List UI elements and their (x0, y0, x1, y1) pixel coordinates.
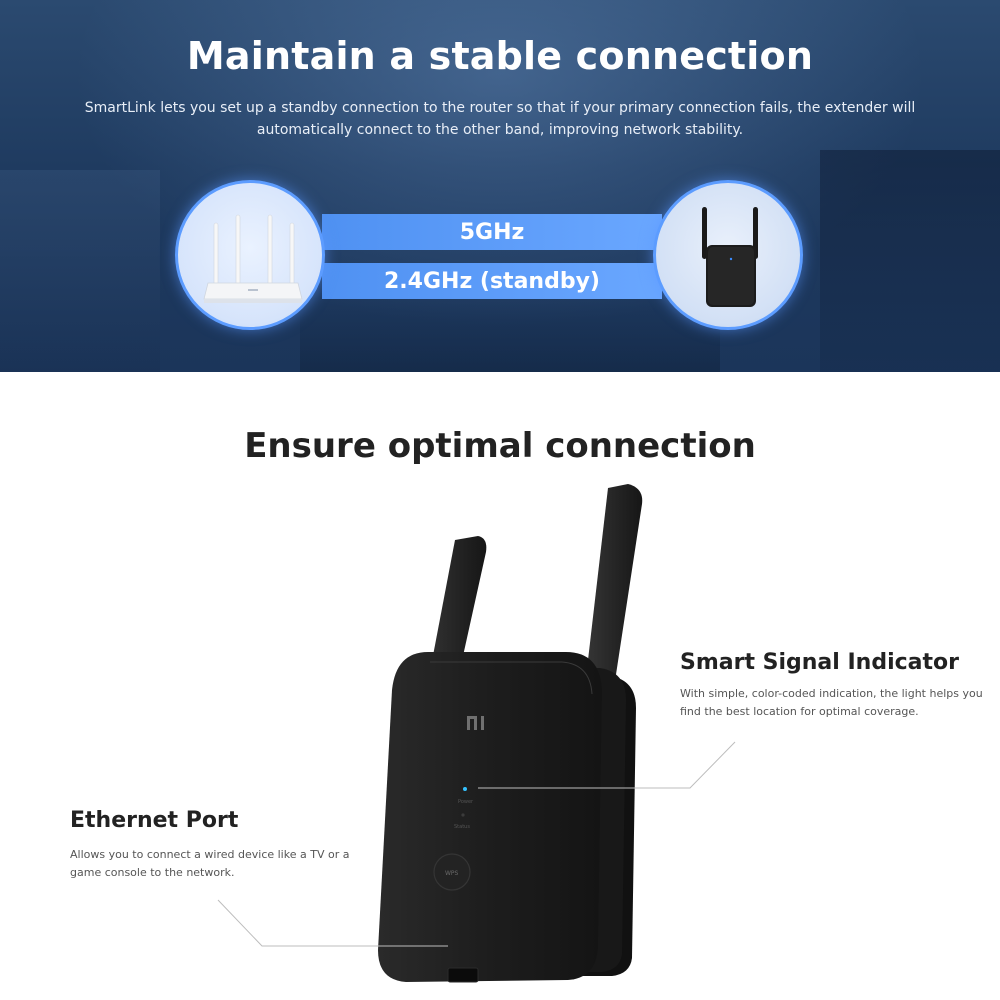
smartlink-banner: Maintain a stable connection SmartLink l… (0, 0, 1000, 372)
router-icon (203, 214, 303, 303)
band-24ghz-standby: 2.4GHz (standby) (322, 263, 662, 299)
band-5ghz: 5GHz (322, 214, 662, 250)
section-title: Ensure optimal connection (244, 426, 756, 466)
smart-signal-indicator-title: Smart Signal Indicator (680, 650, 959, 675)
ethernet-port-description: Allows you to connect a wired device lik… (70, 848, 350, 879)
band-5ghz-label: 5GHz (459, 219, 525, 245)
power-indicator-label: Power (458, 799, 474, 805)
smart-signal-indicator-description: With simple, color-coded indication, the… (680, 687, 983, 718)
ethernet-callout-line (217, 899, 448, 947)
banner-background-shadow-right (820, 150, 1000, 372)
ethernet-port-title: Ethernet Port (70, 808, 239, 833)
extender-front-body (378, 652, 602, 982)
mi-logo (467, 716, 484, 730)
signal-callout-line (478, 741, 736, 789)
banner-background-floor (300, 300, 720, 372)
indicator-lights: Power Status (454, 787, 474, 830)
banner-description: SmartLink lets you set up a standby conn… (84, 100, 916, 138)
ethernet-port (447, 967, 479, 983)
banner-background-shadow-left (0, 170, 160, 372)
wps-button-label: WPS (445, 870, 459, 877)
banner-title: Maintain a stable connection (186, 34, 814, 78)
router-circle (175, 180, 325, 330)
band-24ghz-label: 2.4GHz (standby) (384, 268, 600, 294)
extender-icon (702, 207, 758, 307)
status-indicator-label: Status (454, 824, 470, 830)
wps-button: WPS (433, 853, 471, 891)
extender-circle (653, 180, 803, 330)
